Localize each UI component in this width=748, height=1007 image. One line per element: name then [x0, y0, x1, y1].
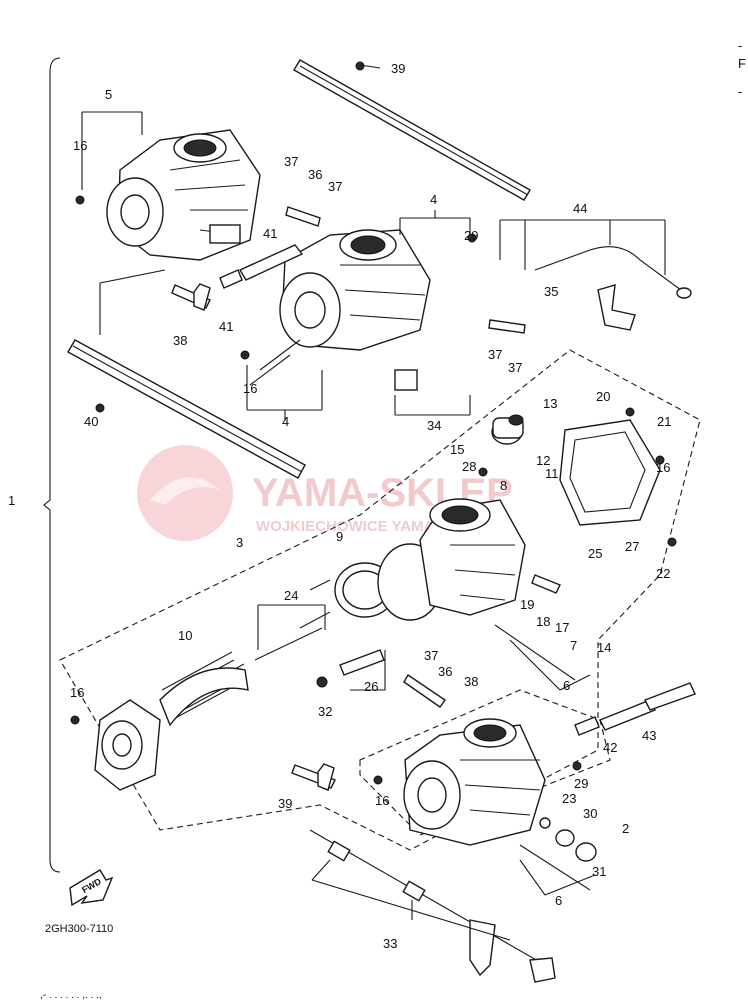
callout-15: 15: [450, 442, 464, 457]
watermark-logo: [137, 445, 233, 541]
carburetor-middle: [249, 229, 431, 391]
callout-13: 13: [543, 396, 557, 411]
callout-43: 43: [642, 728, 656, 743]
callout-4: 4: [430, 192, 437, 207]
callout-labels: 1234456678910111213141516161616161718192…: [8, 61, 671, 951]
callout-37: 37: [508, 360, 522, 375]
callout-39: 39: [278, 796, 292, 811]
assembly-bracket: [43, 57, 61, 873]
callout-34: 34: [427, 418, 441, 433]
callout-37: 37: [488, 347, 502, 362]
callout-38: 38: [173, 333, 187, 348]
callout-40: 40: [84, 414, 98, 429]
callout-6: 6: [563, 678, 570, 693]
callout-26: 26: [364, 679, 378, 694]
leader-lines: [81, 64, 666, 941]
carburetor-bottom: [403, 718, 546, 846]
callout-32: 32: [318, 704, 332, 719]
callout-1: 1: [8, 493, 15, 508]
callout-29: 29: [464, 228, 478, 243]
callout-41: 41: [263, 226, 277, 241]
callout-33: 33: [383, 936, 397, 951]
callout-18: 18: [536, 614, 550, 629]
callout-24: 24: [284, 588, 298, 603]
callout-17: 17: [555, 620, 569, 635]
top-cover: [94, 699, 161, 791]
callout-27: 27: [625, 539, 639, 554]
callout-16: 16: [656, 460, 670, 475]
spring: [159, 651, 249, 727]
callout-37: 37: [424, 648, 438, 663]
callout-37: 37: [284, 154, 298, 169]
callout-16: 16: [73, 138, 87, 153]
strip-upper: [293, 59, 531, 201]
callout-16: 16: [375, 793, 389, 808]
t-fittings: [171, 283, 336, 791]
callout-20: 20: [596, 389, 610, 404]
strip-lower: [67, 339, 306, 479]
dashed-outline-3: [59, 349, 701, 851]
corner-mark-bottom: -: [738, 84, 742, 99]
callout-22: 22: [656, 566, 670, 581]
watermark-sub: WOJKIECHOWICE YAMAHA: [256, 518, 456, 535]
corner-mark-mid: F: [738, 56, 746, 71]
callout-23: 23: [562, 791, 576, 806]
callout-16: 16: [243, 381, 257, 396]
bottom-scribble: ,- . . . . . . ,. . .,: [40, 990, 102, 1001]
callout-9: 9: [336, 529, 343, 544]
jet-cap: [491, 414, 524, 445]
callout-4: 4: [282, 414, 289, 429]
carburetor-main: [419, 498, 526, 616]
throttle-cable: [534, 246, 692, 331]
callout-36: 36: [308, 167, 322, 182]
callout-12: 12: [536, 453, 550, 468]
fwd-arrow: FWD: [69, 869, 114, 907]
dashed-outline-2: [359, 689, 611, 836]
callout-19: 19: [520, 597, 534, 612]
callout-5: 5: [105, 87, 112, 102]
callout-10: 10: [178, 628, 192, 643]
callout-30: 30: [583, 806, 597, 821]
drawing-code: 2GH300-7110: [45, 923, 113, 935]
callout-2: 2: [622, 821, 629, 836]
hoses: [219, 244, 696, 736]
carburetor-top-left: [106, 129, 261, 261]
callout-8: 8: [500, 478, 507, 493]
callout-16: 16: [70, 685, 84, 700]
screws: [70, 61, 677, 862]
callout-29: 29: [574, 776, 588, 791]
callout-44: 44: [573, 201, 587, 216]
callout-21: 21: [657, 414, 671, 429]
callout-39: 39: [391, 61, 405, 76]
callout-3: 3: [236, 535, 243, 550]
float-chamber: [559, 419, 661, 526]
callout-41: 41: [219, 319, 233, 334]
callout-31: 31: [592, 864, 606, 879]
corner-mark-top: -: [738, 38, 742, 53]
callout-37: 37: [328, 179, 342, 194]
callout-6: 6: [555, 893, 562, 908]
callout-42: 42: [603, 740, 617, 755]
callout-36: 36: [438, 664, 452, 679]
callout-35: 35: [544, 284, 558, 299]
diaphragm-assembly: [299, 543, 451, 629]
jets-and-needles: [254, 206, 591, 891]
callout-28: 28: [462, 459, 476, 474]
callout-11: 11: [545, 466, 559, 481]
callout-25: 25: [588, 546, 602, 561]
callout-38: 38: [464, 674, 478, 689]
linkage-rod: [309, 829, 556, 983]
callout-7: 7: [570, 638, 577, 653]
callout-14: 14: [597, 640, 611, 655]
